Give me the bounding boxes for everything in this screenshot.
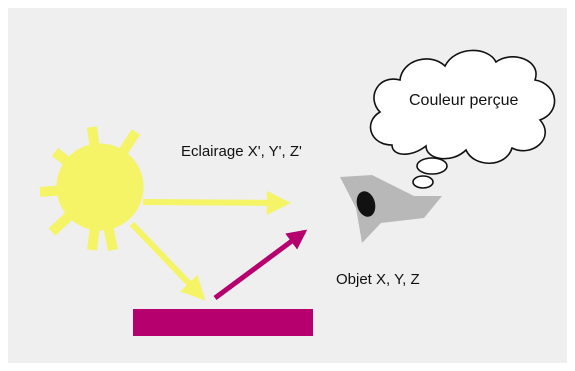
illumination-label: Eclairage X', Y', Z' (181, 143, 302, 160)
object-label: Objet X, Y, Z (336, 271, 420, 288)
sun-icon (39, 126, 144, 252)
perceived-color-label: Couleur perçue (409, 92, 519, 109)
object-swatch (133, 309, 313, 336)
reflected-light-arrow (213, 229, 308, 301)
incident-light-arrow (129, 221, 206, 301)
eye-icon (340, 175, 442, 243)
thought-cloud-icon (369, 49, 556, 189)
illumination-arrow (142, 190, 291, 215)
